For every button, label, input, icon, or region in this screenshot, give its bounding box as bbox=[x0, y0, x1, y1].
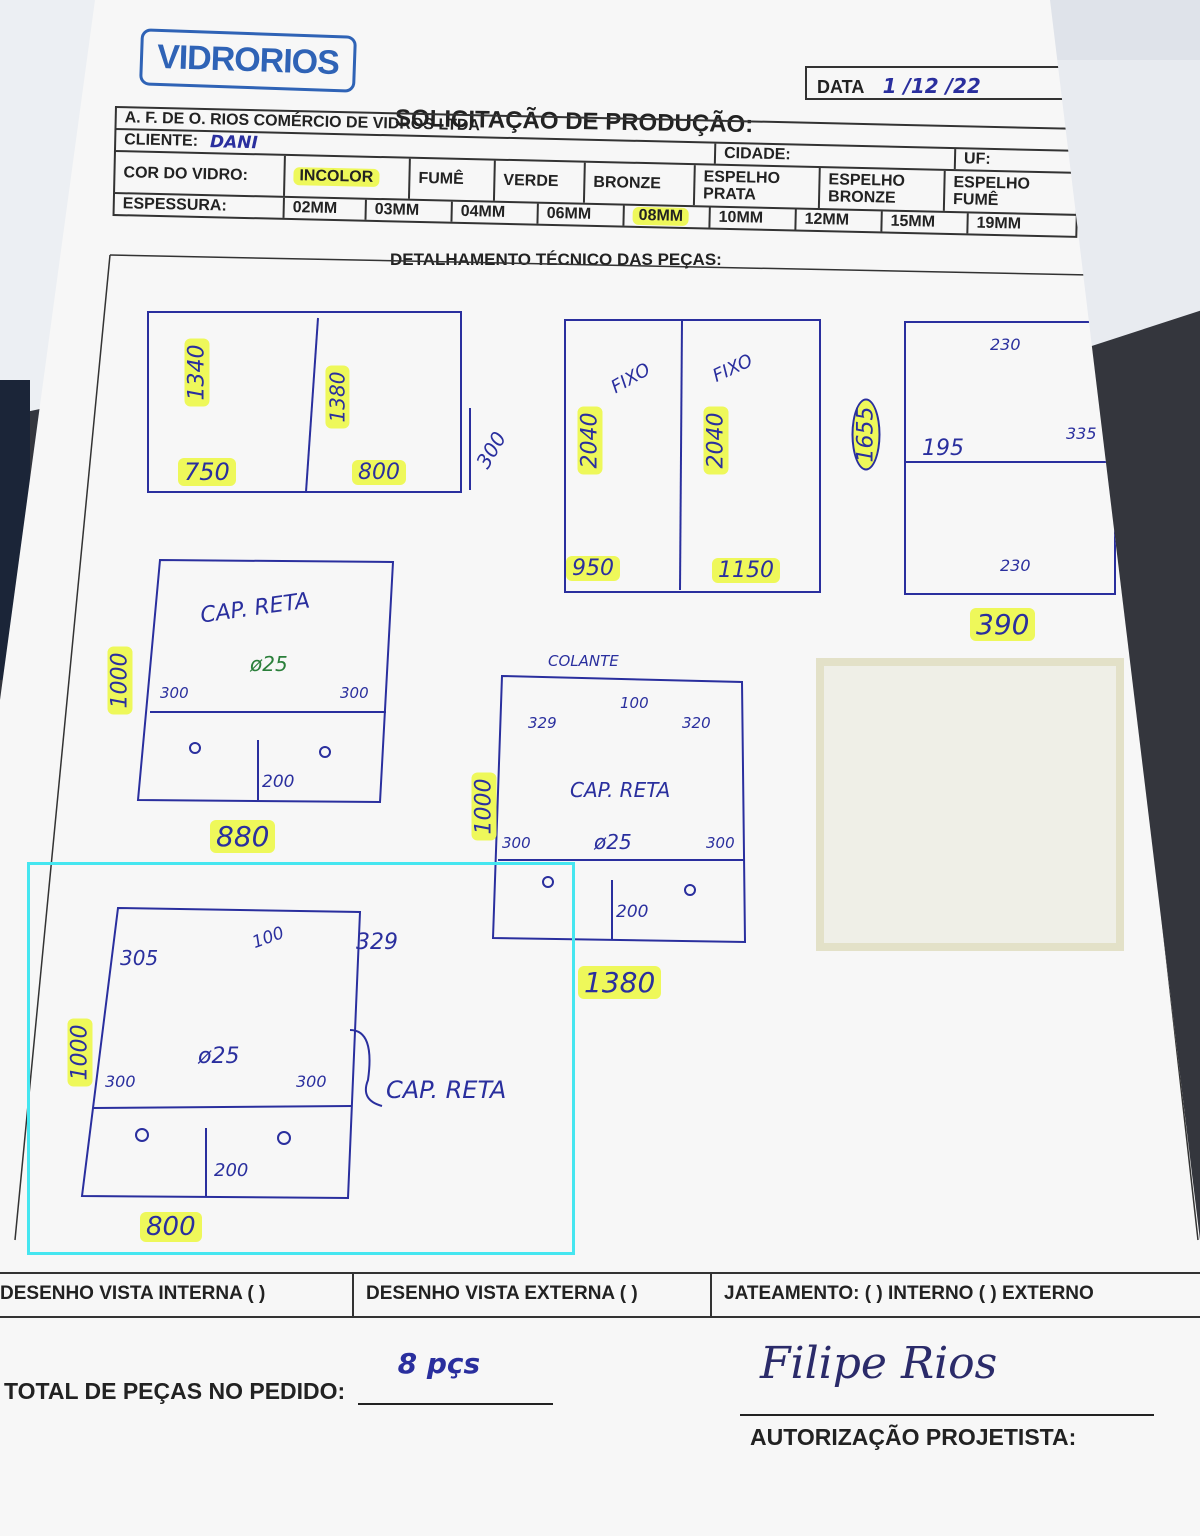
piece-3-side: 830 bbox=[1136, 505, 1158, 540]
piece-5-top-left: 329 bbox=[528, 714, 557, 732]
piece-2-height-b: 2040 bbox=[703, 406, 729, 475]
piece-1-divider bbox=[305, 317, 319, 493]
piece-3-left: 195 bbox=[922, 436, 964, 461]
piece-4-width: 880 bbox=[210, 820, 276, 853]
piece-4-height: 1000 bbox=[107, 646, 133, 715]
piece-6-right: 300 bbox=[296, 1072, 327, 1091]
piece-5-title: COLANTE bbox=[548, 652, 619, 670]
piece-5-hole: ø25 bbox=[594, 830, 632, 854]
piece-1-width-b: 800 bbox=[352, 460, 406, 485]
piece-2-height-a: 2040 bbox=[577, 406, 603, 475]
piece-6-hole bbox=[277, 1131, 291, 1145]
margin-note: 7º bbox=[1150, 384, 1186, 413]
background-paper bbox=[1040, 0, 1200, 60]
piece-5-bottom: 200 bbox=[616, 902, 649, 922]
piece-2-divider bbox=[679, 319, 683, 591]
piece-6-bottom: 200 bbox=[214, 1160, 249, 1181]
piece-4-hole bbox=[189, 742, 201, 754]
piece-6-left: 300 bbox=[105, 1072, 136, 1091]
piece-5-height: 1000 bbox=[471, 772, 497, 841]
piece-5-hole bbox=[542, 876, 554, 888]
piece-6-width: 800 bbox=[140, 1212, 202, 1242]
piece-2-width-b: 1150 bbox=[712, 558, 780, 583]
erased-sketch bbox=[816, 658, 1124, 951]
detail-frame bbox=[14, 254, 111, 1241]
piece-1-width-a: 750 bbox=[178, 458, 236, 486]
total-pieces-line: 8 pçs bbox=[357, 1347, 553, 1405]
designer-authorization-label: AUTORIZAÇÃO PROJETISTA: bbox=[750, 1424, 1077, 1450]
piece-3-dimension-line bbox=[1129, 399, 1136, 609]
piece-5-top-right: 320 bbox=[682, 714, 711, 732]
footer-divider bbox=[0, 1272, 1200, 1274]
piece-1-height-b: 1380 bbox=[325, 365, 350, 429]
designer-signature: Filipe Rios bbox=[760, 1338, 998, 1389]
piece-6-hole: ø25 bbox=[198, 1044, 240, 1069]
piece-6-midline bbox=[92, 1105, 353, 1109]
piece-6-caption: CAP. RETA bbox=[386, 1076, 507, 1104]
piece-3-right: 335 bbox=[1066, 424, 1097, 443]
piece-1-outline bbox=[147, 311, 462, 493]
piece-1-height-a: 1340 bbox=[184, 338, 210, 407]
piece-6-hole bbox=[135, 1128, 149, 1142]
piece-5-hole bbox=[684, 884, 696, 896]
piece-6-top-left: 305 bbox=[120, 946, 159, 970]
total-pieces-field[interactable]: TOTAL DE PEÇAS NO PEDIDO: 8 pçs bbox=[4, 1347, 553, 1405]
vista-externa-option[interactable]: DESENHO VISTA EXTERNA ( ) bbox=[366, 1283, 638, 1304]
piece-4-outline bbox=[136, 558, 395, 804]
total-pieces-label: TOTAL DE PEÇAS NO PEDIDO: bbox=[4, 1378, 346, 1404]
piece-4-right: 300 bbox=[340, 684, 369, 702]
piece-5-caption: CAP. RETA bbox=[570, 778, 671, 802]
piece-3-top: 230 bbox=[990, 335, 1021, 354]
detail-title: DETALHAMENTO TÉCNICO DAS PEÇAS: bbox=[390, 250, 722, 269]
piece-5-right: 300 bbox=[706, 834, 735, 852]
vista-interna-option[interactable]: DESENHO VISTA INTERNA ( ) bbox=[0, 1283, 266, 1304]
piece-6-top-right: 329 bbox=[356, 930, 398, 955]
piece-4-hole bbox=[319, 746, 331, 758]
jateamento-option[interactable]: JATEAMENTO: ( ) INTERNO ( ) EXTERNO bbox=[724, 1283, 1094, 1304]
piece-6-callout-arrow bbox=[349, 1029, 383, 1107]
piece-5-left: 300 bbox=[502, 834, 531, 852]
piece-5-outline bbox=[491, 674, 747, 944]
signature-line bbox=[740, 1414, 1154, 1416]
date-value: 1 /12 /22 bbox=[882, 74, 981, 98]
piece-4-bottom: 200 bbox=[262, 772, 295, 792]
footer-divider bbox=[352, 1272, 354, 1316]
piece-3-height: 1655 bbox=[851, 398, 881, 471]
piece-5-width: 1380 bbox=[578, 966, 662, 999]
date-label: DATA bbox=[817, 77, 864, 97]
footer-divider bbox=[710, 1272, 712, 1316]
piece-3-width: 390 bbox=[970, 608, 1036, 641]
piece-4-hole: ø25 bbox=[250, 652, 288, 676]
piece-4-left: 300 bbox=[160, 684, 189, 702]
selection-highlight-box bbox=[27, 862, 575, 1255]
date-field[interactable]: DATA 1 /12 /22 bbox=[805, 66, 1070, 100]
total-pieces-value: 8 pçs bbox=[397, 1347, 481, 1380]
piece-2-width-a: 950 bbox=[566, 556, 620, 581]
footer-divider bbox=[0, 1316, 1200, 1318]
piece-3-bottom: 230 bbox=[1000, 556, 1031, 575]
piece-2-outline bbox=[564, 319, 821, 593]
piece-6-outline bbox=[80, 906, 362, 1200]
piece-5-top: 100 bbox=[620, 694, 649, 712]
